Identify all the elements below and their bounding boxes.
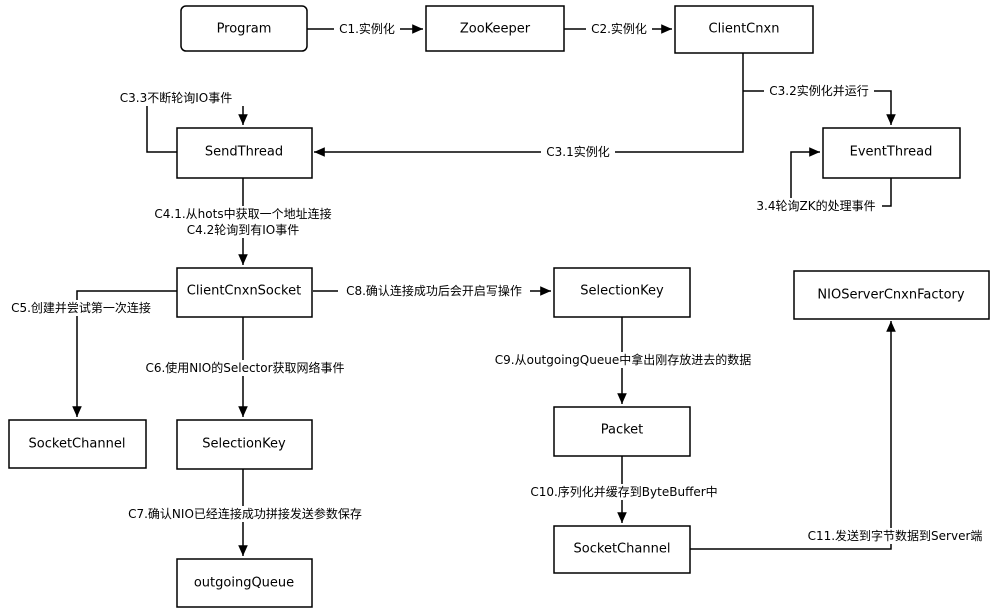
- label-c2: C2.实例化: [586, 21, 652, 37]
- svg-text:C3.2实例化并运行: C3.2实例化并运行: [769, 83, 868, 98]
- label-c7: C7.确认NIO已经连接成功拼接发送参数保存: [117, 506, 373, 522]
- svg-text:ZooKeeper: ZooKeeper: [460, 22, 531, 37]
- svg-text:C6.使用NIO的Selector获取网络事件: C6.使用NIO的Selector获取网络事件: [145, 360, 344, 375]
- edge-c11: [690, 321, 896, 550]
- label-c5: C5.创建并尝试第一次连接: [4, 300, 158, 316]
- label-c4-1: C4.1.从hots中获取一个地址连接: [147, 206, 339, 222]
- label-c1: C1.实例化: [334, 21, 400, 37]
- svg-text:C8.确认连接成功后会开启写操作: C8.确认连接成功后会开启写操作: [346, 283, 522, 298]
- label-c3-1: C3.1实例化: [541, 144, 615, 160]
- node-outgoing-queue: outgoingQueue: [176, 558, 313, 608]
- node-socket-channel-left: SocketChannel: [8, 419, 147, 469]
- edge-c5: [72, 290, 177, 417]
- svg-text:Packet: Packet: [601, 423, 644, 438]
- svg-text:C9.从outgoingQueue中拿出刚存放进去的数据: C9.从outgoingQueue中拿出刚存放进去的数据: [495, 352, 751, 367]
- svg-text:Program: Program: [217, 22, 272, 37]
- svg-text:SendThread: SendThread: [205, 145, 283, 160]
- node-send-thread: SendThread: [176, 127, 313, 179]
- label-c10: C10.序列化并缓存到ByteBuffer中: [524, 484, 724, 500]
- node-event-thread: EventThread: [822, 127, 961, 179]
- svg-text:SocketChannel: SocketChannel: [574, 542, 671, 557]
- edge-c3-1: [314, 53, 744, 157]
- svg-text:EventThread: EventThread: [850, 145, 933, 160]
- node-selection-key-left: SelectionKey: [176, 419, 313, 470]
- svg-text:C3.1实例化: C3.1实例化: [546, 144, 609, 159]
- svg-text:3.4轮询ZK的处理事件: 3.4轮询ZK的处理事件: [756, 198, 875, 213]
- svg-text:C3.3不断轮询IO事件: C3.3不断轮询IO事件: [120, 90, 232, 105]
- svg-text:C1.实例化: C1.实例化: [339, 21, 395, 36]
- node-selection-key-right: SelectionKey: [553, 267, 691, 318]
- node-client-cnxn: ClientCnxn: [674, 5, 814, 54]
- svg-text:SelectionKey: SelectionKey: [580, 284, 664, 299]
- node-nio-server-cnxn-factory: NIOServerCnxnFactory: [793, 270, 990, 320]
- label-c4-2: C4.2轮询到有IO事件: [181, 222, 305, 238]
- node-zookeeper: ZooKeeper: [425, 5, 565, 52]
- node-client-cnxn-socket: ClientCnxnSocket: [176, 267, 313, 318]
- label-c3-4: 3.4轮询ZK的处理事件: [750, 198, 882, 214]
- svg-text:ClientCnxnSocket: ClientCnxnSocket: [187, 284, 301, 299]
- svg-text:outgoingQueue: outgoingQueue: [194, 576, 294, 591]
- label-c11: C11.发送到字节数据到Server端: [803, 528, 987, 544]
- label-c9: C9.从outgoingQueue中拿出刚存放进去的数据: [485, 352, 761, 368]
- svg-text:SocketChannel: SocketChannel: [29, 437, 126, 452]
- label-c3-2: C3.2实例化并运行: [764, 83, 874, 99]
- label-c3-3: C3.3不断轮询IO事件: [106, 90, 246, 106]
- svg-text:C4.1.从hots中获取一个地址连接: C4.1.从hots中获取一个地址连接: [154, 206, 331, 221]
- svg-text:C4.2轮询到有IO事件: C4.2轮询到有IO事件: [187, 223, 299, 237]
- svg-text:C10.序列化并缓存到ByteBuffer中: C10.序列化并缓存到ByteBuffer中: [530, 484, 717, 499]
- svg-text:SelectionKey: SelectionKey: [202, 437, 286, 452]
- svg-text:ClientCnxn: ClientCnxn: [709, 22, 780, 37]
- svg-text:NIOServerCnxnFactory: NIOServerCnxnFactory: [817, 288, 964, 303]
- node-program: Program: [180, 5, 308, 52]
- svg-text:C11.发送到字节数据到Server端: C11.发送到字节数据到Server端: [808, 528, 983, 543]
- svg-text:C7.确认NIO已经连接成功拼接发送参数保存: C7.确认NIO已经连接成功拼接发送参数保存: [128, 506, 362, 521]
- label-c6: C6.使用NIO的Selector获取网络事件: [137, 360, 353, 376]
- label-c8: C8.确认连接成功后会开启写操作: [338, 283, 530, 299]
- node-socket-channel-right: SocketChannel: [553, 525, 691, 574]
- node-packet: Packet: [553, 406, 691, 457]
- svg-text:C5.创建并尝试第一次连接: C5.创建并尝试第一次连接: [11, 300, 151, 315]
- svg-text:C2.实例化: C2.实例化: [591, 21, 647, 36]
